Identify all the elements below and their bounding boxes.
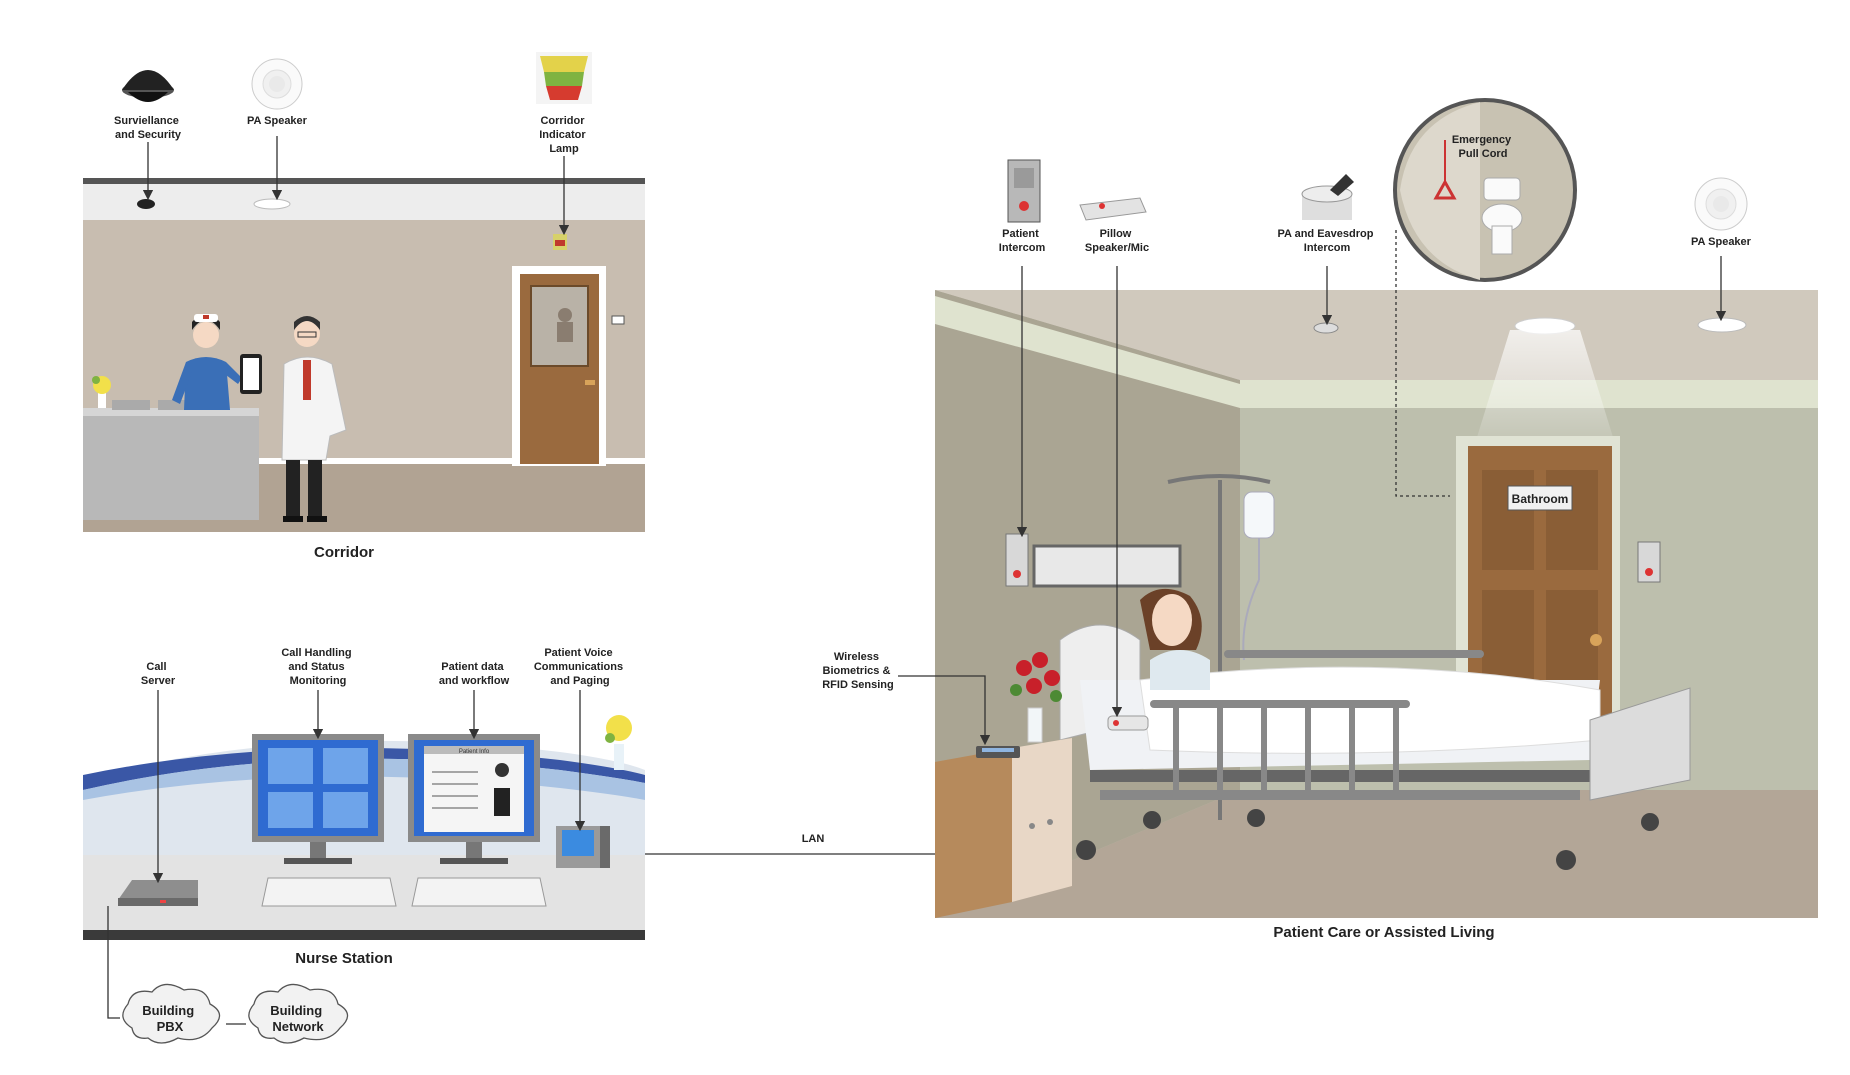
doctor-figure — [240, 316, 347, 522]
building-network-cloud — [248, 983, 349, 1044]
call-server-label: Call Server — [141, 661, 176, 687]
wireless-biometrics-hub — [976, 746, 1020, 758]
pillow-speaker-mounted — [1107, 715, 1149, 731]
pa-speaker-mounted — [253, 198, 291, 210]
building-pbx-cloud — [122, 983, 221, 1044]
nurse-station-caption: Nurse Station — [295, 950, 393, 967]
nurse-station-scene: Patient Info — [83, 715, 645, 940]
patient-info-window-title: Patient Info — [459, 749, 490, 755]
building-network-label: Building Network — [270, 1003, 326, 1034]
patient-data-computer: Patient Info — [408, 734, 547, 907]
corridor-caption: Corridor — [314, 544, 374, 561]
corridor-scene — [83, 178, 645, 532]
roses-vase — [1010, 652, 1062, 743]
room-pa-speaker-mounted — [1697, 317, 1747, 333]
pa-eavesdrop-intercom-mounted — [1313, 322, 1339, 334]
pillow-speaker-label: Pillow Speaker/Mic — [1085, 228, 1149, 254]
flower-vase — [605, 715, 632, 770]
building-pbx-label: Building PBX — [142, 1003, 198, 1034]
corridor-door — [512, 266, 606, 466]
patient-intercom-icon — [1007, 159, 1041, 223]
wireless-label: Wireless Biometrics & RFID Sensing — [822, 651, 894, 691]
lan-label: LAN — [802, 833, 825, 845]
voice-communications-terminal — [556, 826, 610, 868]
pillow-speaker-icon — [1079, 197, 1147, 221]
corridor-indicator-lamp-mounted — [553, 234, 567, 250]
pa-speaker-icon — [251, 58, 303, 110]
corridor-indicator-lamp-icon — [536, 52, 592, 104]
surveillance-camera-icon — [122, 70, 174, 102]
nurse-figure — [172, 314, 242, 410]
voice-comm-label: Patient Voice Communications and Paging — [534, 647, 626, 687]
patient-figure — [1140, 588, 1210, 690]
patient-room-scene: Bathroom — [935, 290, 1818, 918]
pa-eavesdrop-label: PA and Eavesdrop Intercom — [1277, 228, 1376, 254]
patient-data-label: Patient data and workflow — [439, 661, 510, 687]
hospital-bed — [1059, 624, 1691, 870]
surveillance-camera-mounted — [137, 199, 155, 209]
patient-room-caption: Patient Care or Assisted Living — [1273, 924, 1494, 941]
indicator-lamp-label: Corridor Indicator Lamp — [539, 115, 589, 155]
surveillance-label: Surviellance and Security — [114, 115, 182, 141]
room-pa-speaker-icon — [1694, 177, 1748, 231]
bathroom-sign-text: Bathroom — [1512, 492, 1569, 506]
emergency-pull-cord-callout — [1393, 98, 1577, 282]
room-pa-speaker-label: PA Speaker — [1691, 236, 1752, 248]
call-monitoring-computer — [252, 734, 397, 907]
patient-intercom-mounted — [1005, 533, 1029, 587]
call-handling-label: Call Handling and Status Monitoring — [281, 647, 354, 687]
reception-desk — [83, 376, 259, 520]
nightstand — [935, 738, 1072, 918]
pa-eavesdrop-intercom-icon — [1301, 174, 1354, 220]
patient-intercom-label: Patient Intercom — [999, 228, 1046, 254]
corridor-pa-speaker-label: PA Speaker — [247, 115, 308, 127]
wall-intercom-right — [1637, 541, 1661, 583]
call-server-device — [118, 880, 198, 906]
emergency-cord-label: Emergency Pull Cord — [1452, 134, 1514, 160]
